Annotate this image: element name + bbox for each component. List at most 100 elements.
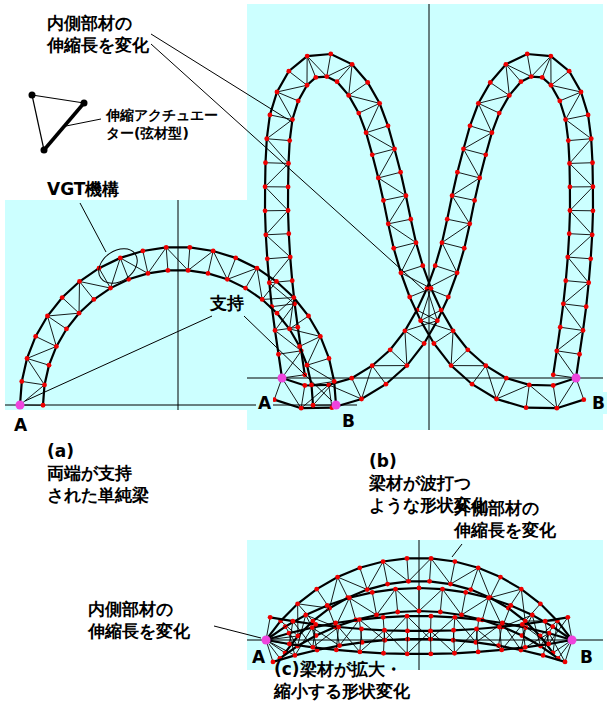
truss-joint: [326, 382, 331, 387]
truss-joint: [391, 246, 396, 251]
truss-diagonal: [388, 196, 406, 224]
vgt-truss: [263, 52, 587, 411]
leader-line: [244, 316, 332, 401]
annotation-label: 外側部材の 伸縮長を変化: [452, 497, 558, 541]
truss-web: [317, 589, 330, 608]
truss-diagonal: [451, 331, 453, 366]
truss-joint: [435, 318, 440, 323]
truss-diagonal: [566, 92, 581, 120]
truss-diagonal: [306, 56, 307, 85]
icon-joint: [29, 92, 36, 99]
truss-web: [451, 350, 468, 366]
truss-diagonal: [563, 304, 583, 331]
truss-joint: [305, 83, 310, 88]
truss-joint: [403, 328, 408, 333]
truss-joint: [451, 628, 456, 633]
point-label: B: [590, 392, 607, 414]
truss-joint: [392, 147, 397, 152]
truss-diagonal: [570, 210, 592, 234]
truss-web: [366, 126, 388, 133]
truss-joint: [476, 565, 481, 570]
truss-joint: [429, 286, 434, 291]
truss-joint: [328, 52, 333, 57]
truss-web: [360, 568, 367, 590]
truss-web: [352, 378, 362, 399]
truss-web: [208, 251, 213, 273]
truss-joint: [287, 642, 292, 647]
truss-joint: [498, 575, 503, 580]
truss-web: [440, 589, 442, 612]
vgt-truss: [18, 245, 339, 408]
support-point: [568, 636, 577, 645]
truss-joint: [588, 256, 593, 261]
truss-joint: [305, 54, 310, 59]
truss-joint: [357, 565, 362, 570]
truss-joint: [590, 232, 595, 237]
truss-joint: [586, 113, 591, 118]
truss-web: [22, 381, 45, 384]
truss-joint: [445, 217, 450, 222]
truss-web: [277, 92, 298, 101]
truss-joint: [567, 231, 572, 236]
truss-diagonal: [431, 631, 455, 653]
truss-joint: [465, 347, 470, 352]
truss-joint: [523, 645, 528, 650]
truss-diagonal: [407, 631, 430, 654]
truss-web: [327, 54, 331, 77]
truss-diagonal: [529, 385, 557, 408]
truss-web: [478, 103, 499, 113]
inner-chord: [288, 77, 584, 409]
truss-joint: [418, 318, 423, 323]
truss-diagonal: [27, 358, 44, 384]
annotation-label: 支持: [208, 292, 246, 314]
truss-web: [269, 281, 292, 283]
truss-joint: [452, 615, 457, 620]
truss-web: [394, 243, 416, 249]
leader-line: [25, 316, 212, 401]
truss-joint: [428, 652, 433, 657]
truss-joint: [381, 198, 386, 203]
truss-joint: [347, 595, 352, 600]
truss-joint: [540, 75, 545, 80]
truss-diagonal: [477, 629, 502, 650]
truss-joint: [422, 341, 427, 346]
vgt-truss: [264, 556, 575, 655]
truss-joint: [579, 90, 584, 95]
truss-joint: [381, 615, 386, 620]
truss-web: [472, 366, 486, 384]
truss-joint: [590, 160, 595, 165]
truss-web: [390, 350, 407, 366]
truss-joint: [334, 648, 339, 653]
outer-chord: [266, 616, 572, 640]
truss-joint: [551, 383, 556, 388]
truss-joint: [427, 579, 432, 584]
truss-web: [499, 627, 501, 650]
truss-joint: [385, 582, 390, 587]
truss-joint: [431, 341, 436, 346]
truss-diagonal: [463, 149, 479, 178]
truss-joint: [275, 90, 280, 95]
truss-joint: [525, 52, 530, 57]
truss-web: [307, 56, 316, 77]
truss-joint: [41, 403, 46, 408]
truss-joint: [349, 376, 354, 381]
truss-web: [267, 257, 290, 259]
truss-web: [568, 139, 591, 141]
truss-diagonal: [431, 558, 450, 584]
truss-joint: [186, 268, 191, 273]
truss-joint: [265, 256, 270, 261]
truss-web: [461, 592, 465, 615]
icon-actuator: [44, 103, 84, 150]
truss-web: [246, 268, 258, 288]
truss-web: [551, 71, 569, 85]
truss-joint: [549, 83, 554, 88]
truss-joint: [388, 347, 393, 352]
outer-chord: [265, 54, 576, 386]
truss-joint: [499, 648, 504, 653]
truss-joint: [260, 297, 265, 302]
truss-joint: [524, 405, 529, 410]
truss-joint: [463, 590, 468, 595]
truss-diagonal: [384, 630, 407, 654]
vgt-truss: [264, 615, 575, 656]
